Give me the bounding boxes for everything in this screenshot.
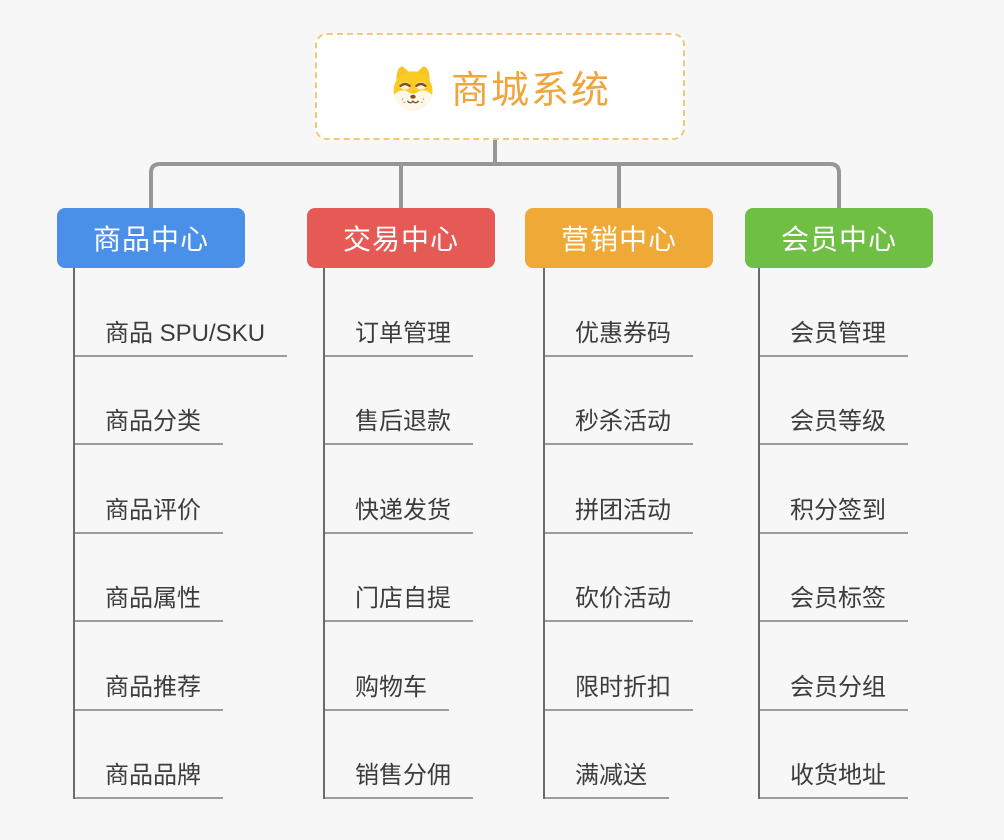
tree-item[interactable]: 会员分组 [760,622,908,711]
tree-item[interactable]: 满减送 [545,711,693,799]
tree-item[interactable]: 商品推荐 [75,622,287,711]
tree-item[interactable]: 购物车 [325,622,473,711]
tree-item[interactable]: 积分签到 [760,445,908,534]
branch-header-trade-center[interactable]: 交易中心 [307,208,495,268]
root-node[interactable]: 商城系统 [315,33,685,140]
branch-header-product-center[interactable]: 商品中心 [57,208,245,268]
tree-item[interactable]: 拼团活动 [545,445,693,534]
tree-item[interactable]: 商品分类 [75,357,287,445]
tree-item[interactable]: 快递发货 [325,445,473,534]
tree-item[interactable]: 限时折扣 [545,622,693,711]
tree-item[interactable]: 砍价活动 [545,534,693,622]
tree-item[interactable]: 商品 SPU/SKU [75,268,288,357]
tree-item[interactable]: 秒杀活动 [545,357,693,445]
branch-items-product-center: 商品 SPU/SKU 商品分类 商品评价 商品属性 商品推荐 商品品牌 [73,268,288,799]
tree-item[interactable]: 商品品牌 [75,711,287,799]
branch-items-trade-center: 订单管理 售后退款 快递发货 门店自提 购物车 销售分佣 [323,268,473,799]
tree-item[interactable]: 商品评价 [75,445,287,534]
branch-header-label: 会员中心 [780,224,897,255]
tree-item[interactable]: 优惠券码 [545,268,693,357]
tree-item[interactable]: 售后退款 [325,357,473,445]
tree-item[interactable]: 订单管理 [325,268,473,357]
branch-header-marketing-center[interactable]: 营销中心 [525,208,713,268]
tree-item[interactable]: 门店自提 [325,534,473,622]
branch-items-member-center: 会员管理 会员等级 积分签到 会员标签 会员分组 收货地址 [758,268,908,799]
branch-bus-line [149,162,841,210]
tree-item[interactable]: 会员标签 [760,534,908,622]
tree-item[interactable]: 销售分佣 [325,711,473,799]
root-node-title: 商城系统 [450,70,611,112]
branch-header-member-center[interactable]: 会员中心 [745,208,933,268]
tree-item[interactable]: 商品属性 [75,534,287,622]
branch-header-label: 营销中心 [560,224,677,255]
tree-item[interactable]: 会员等级 [760,357,908,445]
branch-header-label: 交易中心 [342,224,459,255]
tree-item[interactable]: 会员管理 [760,268,908,357]
tree-item[interactable]: 收货地址 [760,711,908,799]
branch-items-marketing-center: 优惠券码 秒杀活动 拼团活动 砍价活动 限时折扣 满减送 [543,268,693,799]
shiba-dog-icon [393,65,433,110]
branch-header-label: 商品中心 [92,224,209,255]
